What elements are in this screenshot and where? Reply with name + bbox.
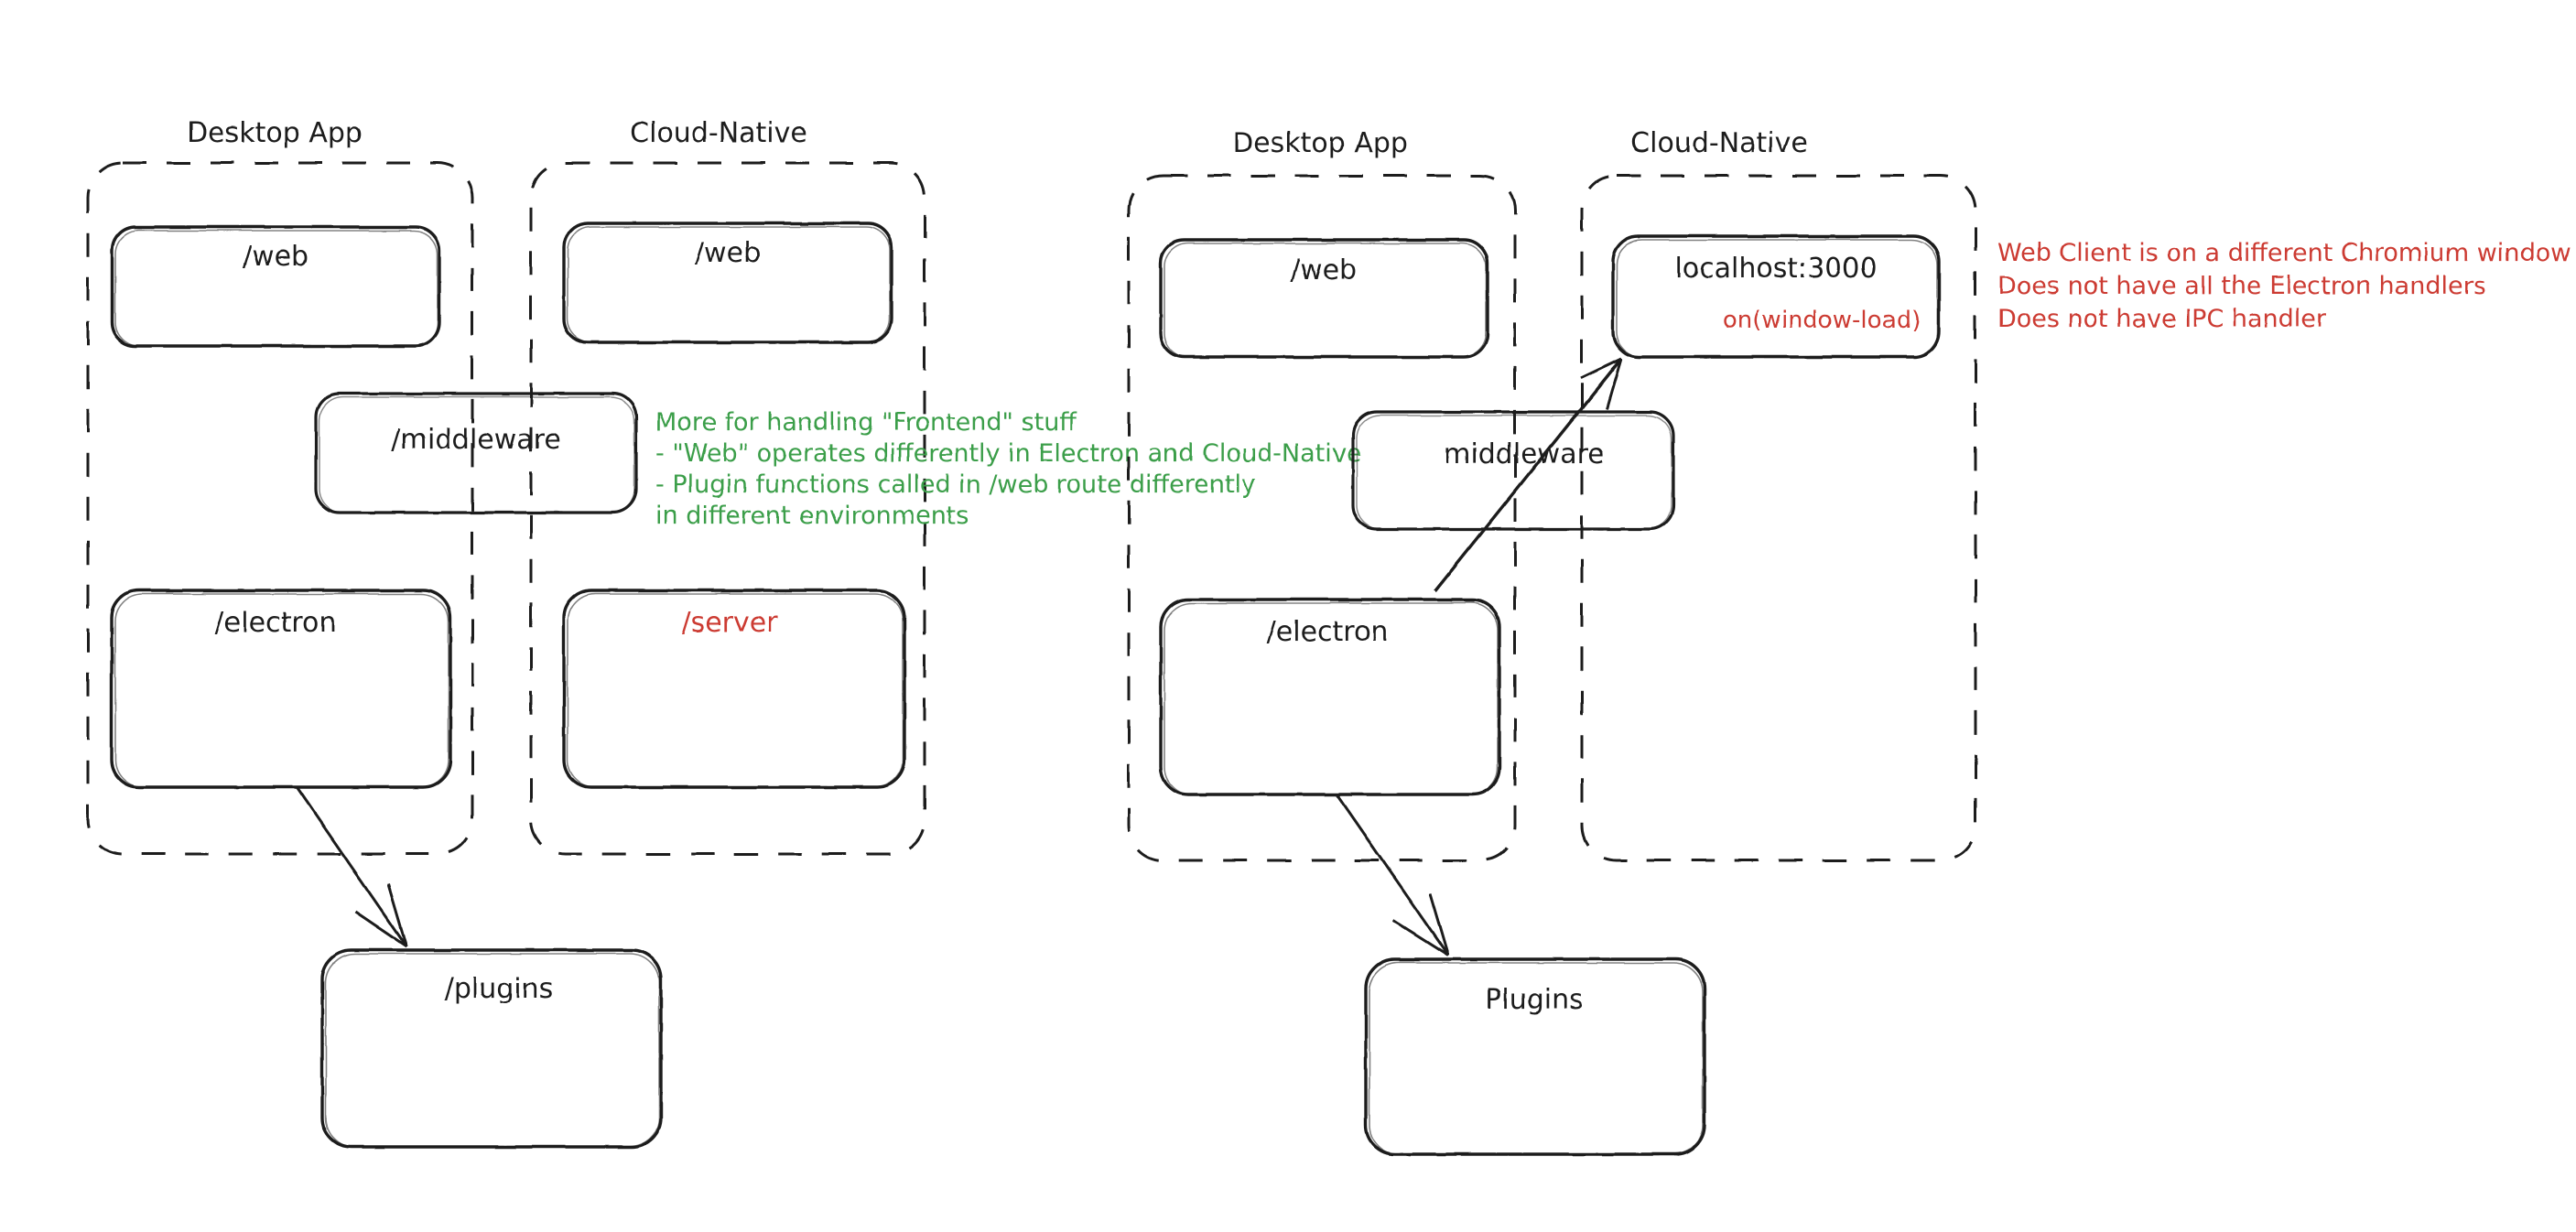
group-title-right-cloud: Cloud-Native [1630,127,1808,159]
box-left-desktop-web[interactable] [110,225,441,348]
green-note-line-2: - "Web" operates differently in Electron… [655,439,1361,468]
green-note-line-3: - Plugin functions called in /web route … [655,470,1256,499]
group-title-right-desktop: Desktop App [1232,127,1408,159]
box-label-left-plugins: /plugins [445,973,554,1005]
box-label-right-localhost: localhost:3000 [1674,253,1877,285]
box-right-middleware[interactable] [1351,410,1675,531]
arrow-right-electron-to-plugins [1335,794,1450,957]
group-title-left-cloud: Cloud-Native [630,117,807,149]
box-sublabel-right-localhost: on(window-load) [1723,307,1921,334]
container-left-desktop [86,161,474,856]
red-note-line-2: Does not have all the Electron handlers [1997,272,2486,300]
box-label-right-desktop-web: /web [1291,254,1357,286]
box-label-right-plugins: Plugins [1485,984,1583,1016]
arrow-left-electron-to-plugins [295,786,408,948]
annotation-green-note: More for handling "Frontend" stuff - "We… [655,408,1361,530]
box-label-left-cloud-web: /web [695,237,761,269]
green-note-line-1: More for handling "Frontend" stuff [655,408,1077,437]
annotation-red-note: Web Client is on a different Chromium wi… [1997,239,2571,333]
green-note-line-4: in different environments [655,502,969,530]
box-label-left-electron: /electron [215,607,337,639]
red-note-line-3: Does not have IPC handler [1997,305,2327,333]
box-left-electron[interactable] [110,589,452,789]
box-label-left-server: /server [681,607,778,639]
box-right-plugins[interactable] [1364,957,1706,1156]
red-note-line-1: Web Client is on a different Chromium wi… [1997,239,2571,267]
box-left-middleware[interactable] [314,392,638,514]
box-label-right-middleware: middleware [1444,438,1605,470]
box-left-plugins[interactable] [320,948,663,1149]
box-left-server[interactable] [562,589,906,789]
box-left-cloud-web[interactable] [562,222,893,344]
box-label-right-electron: /electron [1267,616,1389,648]
box-label-left-middleware: /middleware [391,424,561,456]
group-title-left-desktop: Desktop App [187,117,363,149]
container-right-cloud [1580,174,1977,862]
arrow-right-electron-to-localhost [1433,357,1623,593]
box-right-electron[interactable] [1159,598,1501,796]
container-right-desktop [1127,174,1517,862]
box-label-left-desktop-web: /web [243,241,308,273]
box-right-desktop-web[interactable] [1159,238,1489,359]
box-right-localhost[interactable] [1611,234,1941,359]
